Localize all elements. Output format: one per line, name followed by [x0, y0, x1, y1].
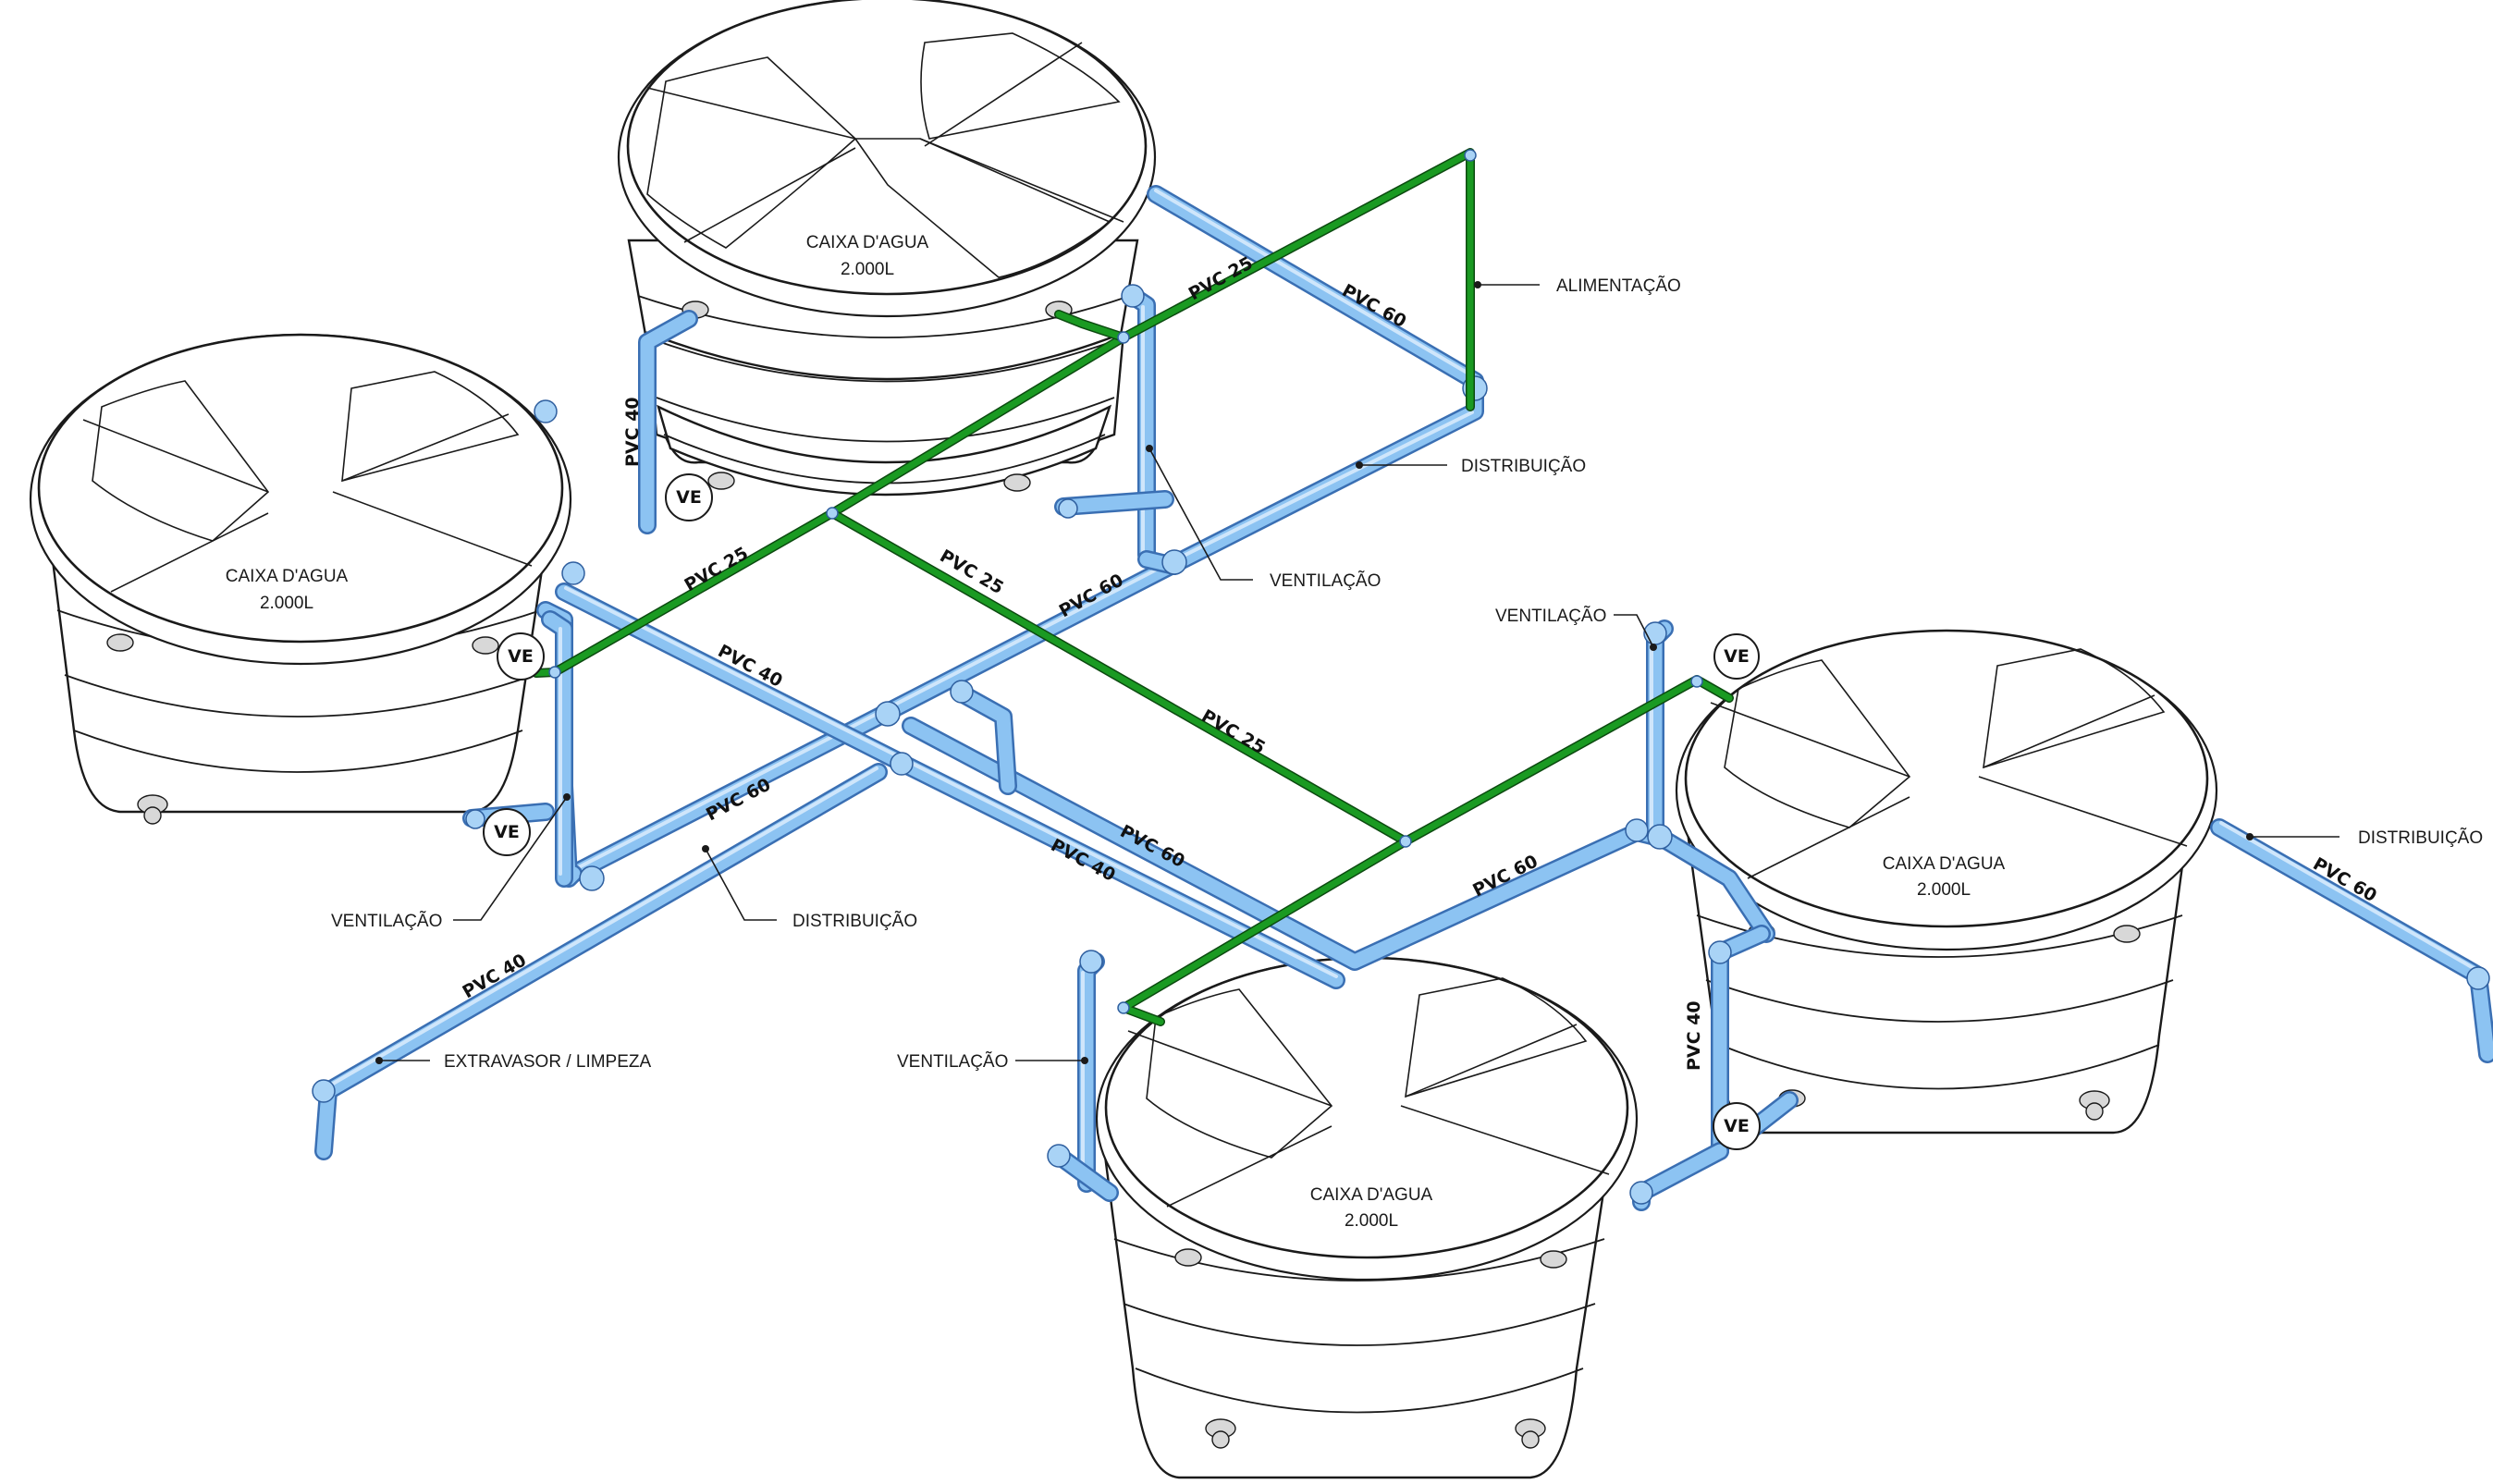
callout-ventilacao-right-text: VENTILAÇÃO — [1495, 606, 1606, 626]
blue-pipe-network — [312, 185, 2493, 1211]
callout-distribuicao-mid: DISTRIBUIÇÃO — [702, 845, 917, 931]
callout-distribuicao-mid-text: DISTRIBUIÇÃO — [792, 911, 917, 931]
callout-distribuicao-top-text: DISTRIBUIÇÃO — [1461, 456, 1586, 476]
tank-top-name: CAIXA D'AGUA — [806, 233, 929, 252]
pipe-label-pvc25-top: PVC 25 — [1185, 252, 1257, 304]
tank-left-capacity: 2.000L — [260, 594, 313, 613]
water-tank-left: CAIXA D'AGUA 2.000L — [29, 333, 572, 825]
callout-ventilacao-left-text: VENTILAÇÃO — [331, 911, 442, 931]
callout-extravasor-text: EXTRAVASOR / LIMPEZA — [444, 1052, 652, 1072]
valve-2-label: VE — [508, 646, 534, 667]
callout-ventilacao-top: VENTILAÇÃO — [1146, 445, 1381, 591]
tank-bottom-capacity: 2.000L — [1345, 1211, 1398, 1231]
water-tank-top: CAIXA D'AGUA 2.000L — [617, 0, 1157, 497]
callout-ventilacao-top-text: VENTILAÇÃO — [1270, 570, 1381, 591]
callout-distribuicao-right: DISTRIBUIÇÃO — [2246, 828, 2483, 848]
tank-right-name: CAIXA D'AGUA — [1883, 854, 2006, 874]
callout-ventilacao-left: VENTILAÇÃO — [331, 793, 571, 931]
valves: VE VE VE VE VE — [483, 473, 1761, 1150]
valve-5: VE — [1713, 1102, 1761, 1150]
callout-ventilacao-bottom-text: VENTILAÇÃO — [897, 1051, 1008, 1072]
pipe-fittings — [312, 284, 2490, 1205]
valve-2: VE — [497, 632, 545, 681]
callout-ventilacao-bottom: VENTILAÇÃO — [897, 1051, 1088, 1072]
valve-1-label: VE — [676, 487, 702, 508]
valve-4: VE — [1713, 633, 1760, 680]
tank-bottom-name: CAIXA D'AGUA — [1310, 1185, 1433, 1205]
pipe-label-pvc40-tank-top: PVC 40 — [622, 397, 643, 467]
valve-3-label: VE — [494, 822, 520, 842]
valve-5-label: VE — [1724, 1116, 1750, 1136]
tank-top-capacity: 2.000L — [841, 260, 894, 279]
tank-right-capacity: 2.000L — [1917, 880, 1971, 900]
callout-alimentacao: ALIMENTAÇÃO — [1474, 276, 1681, 296]
valve-3: VE — [483, 808, 531, 856]
tank-left-name: CAIXA D'AGUA — [226, 567, 349, 586]
callouts: ALIMENTAÇÃO DISTRIBUIÇÃO VENTILAÇÃO VENT… — [331, 276, 2483, 1072]
water-tank-bottom: CAIXA D'AGUA 2.000L — [1095, 956, 1639, 1479]
valve-1: VE — [665, 473, 713, 521]
callout-extravasor: EXTRAVASOR / LIMPEZA — [375, 1052, 652, 1072]
callout-distribuicao-top: DISTRIBUIÇÃO — [1356, 456, 1586, 476]
pipe-label-pvc40-tank-right: PVC 40 — [1684, 1000, 1704, 1071]
callout-distribuicao-right-text: DISTRIBUIÇÃO — [2358, 828, 2483, 848]
valve-4-label: VE — [1724, 646, 1750, 667]
green-pipe-network — [532, 148, 1734, 1026]
callout-ventilacao-right: VENTILAÇÃO — [1495, 606, 1657, 651]
water-tank-right: CAIXA D'AGUA 2.000L — [1675, 629, 2218, 1134]
callout-alimentacao-text: ALIMENTAÇÃO — [1556, 276, 1681, 296]
